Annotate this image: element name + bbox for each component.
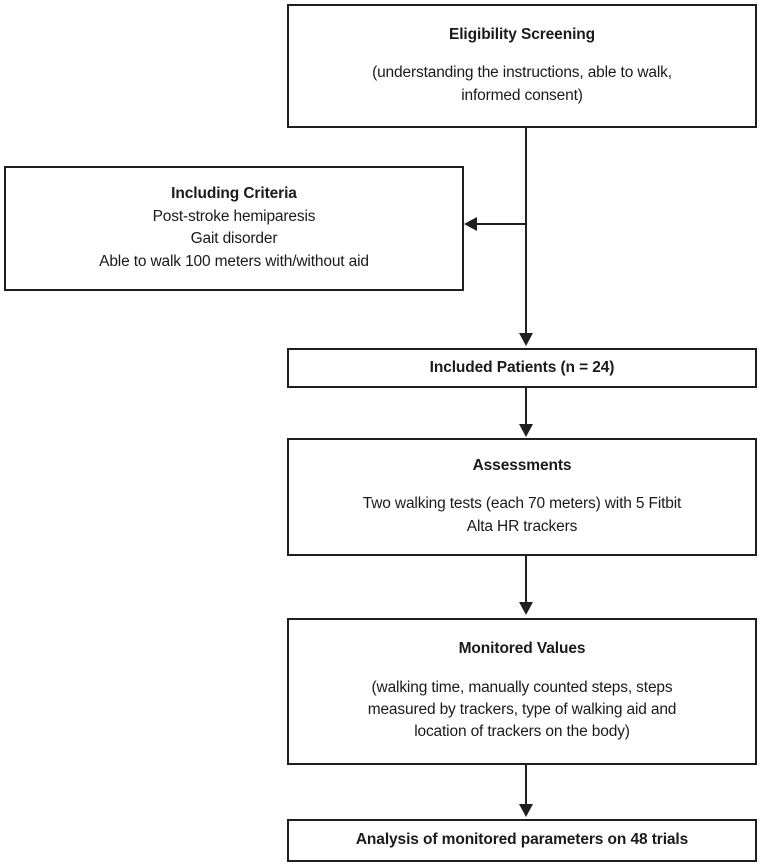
- node-body-eligibility-screening: (understanding the instructions, able to…: [372, 62, 672, 107]
- node-body-line: informed consent): [461, 86, 583, 104]
- node-body-line: Gait disorder: [190, 230, 278, 248]
- connector-line-monitored-to-analysis: [525, 765, 527, 808]
- node-body-including-criteria: Post-stroke hemiparesis Gait disorder Ab…: [99, 206, 369, 273]
- node-body-line: (walking time, manually counted steps, s…: [371, 678, 673, 696]
- flowchart-node-included-patients: Included Patients (n = 24): [287, 348, 757, 388]
- node-body-monitored-values: (walking time, manually counted steps, s…: [368, 677, 677, 744]
- node-body-line: Able to walk 100 meters with/without aid: [99, 252, 369, 270]
- connector-line-assessments-to-monitored: [525, 556, 527, 605]
- flowchart-node-assessments: Assessments Two walking tests (each 70 m…: [287, 438, 757, 556]
- node-body-line: (understanding the instructions, able to…: [372, 64, 672, 82]
- flowchart-node-monitored-values: Monitored Values (walking time, manually…: [287, 618, 757, 765]
- node-title-analysis: Analysis of monitored parameters on 48 t…: [355, 831, 689, 849]
- node-title-including-criteria: Including Criteria: [171, 184, 297, 202]
- connector-line-eligibility-to-criteria: [477, 223, 526, 225]
- node-body-assessments: Two walking tests (each 70 meters) with …: [362, 493, 682, 538]
- flowchart-node-analysis: Analysis of monitored parameters on 48 t…: [287, 819, 757, 862]
- arrow-down-icon: [519, 804, 533, 817]
- node-body-line: measured by trackers, type of walking ai…: [367, 700, 677, 718]
- node-body-line: Post-stroke hemiparesis: [152, 208, 316, 226]
- arrow-down-icon: [519, 333, 533, 346]
- connector-line-eligibility-to-included: [525, 128, 527, 335]
- node-title-monitored-values: Monitored Values: [458, 640, 586, 658]
- node-title-eligibility-screening: Eligibility Screening: [448, 25, 596, 43]
- arrow-down-icon: [519, 602, 533, 615]
- node-body-line: location of trackers on the body): [414, 723, 630, 741]
- arrow-left-icon: [464, 217, 477, 231]
- node-title-included-patients: Included Patients (n = 24): [429, 358, 615, 376]
- flowchart-node-eligibility-screening: Eligibility Screening (understanding the…: [287, 4, 757, 128]
- arrow-down-icon: [519, 424, 533, 437]
- node-body-line: Two walking tests (each 70 meters) with …: [362, 495, 682, 513]
- flowchart-node-including-criteria: Including Criteria Post-stroke hemipares…: [4, 166, 464, 291]
- node-title-assessments: Assessments: [472, 456, 572, 474]
- node-body-line: Alta HR trackers: [466, 517, 578, 535]
- connector-line-included-to-assessments: [525, 388, 527, 425]
